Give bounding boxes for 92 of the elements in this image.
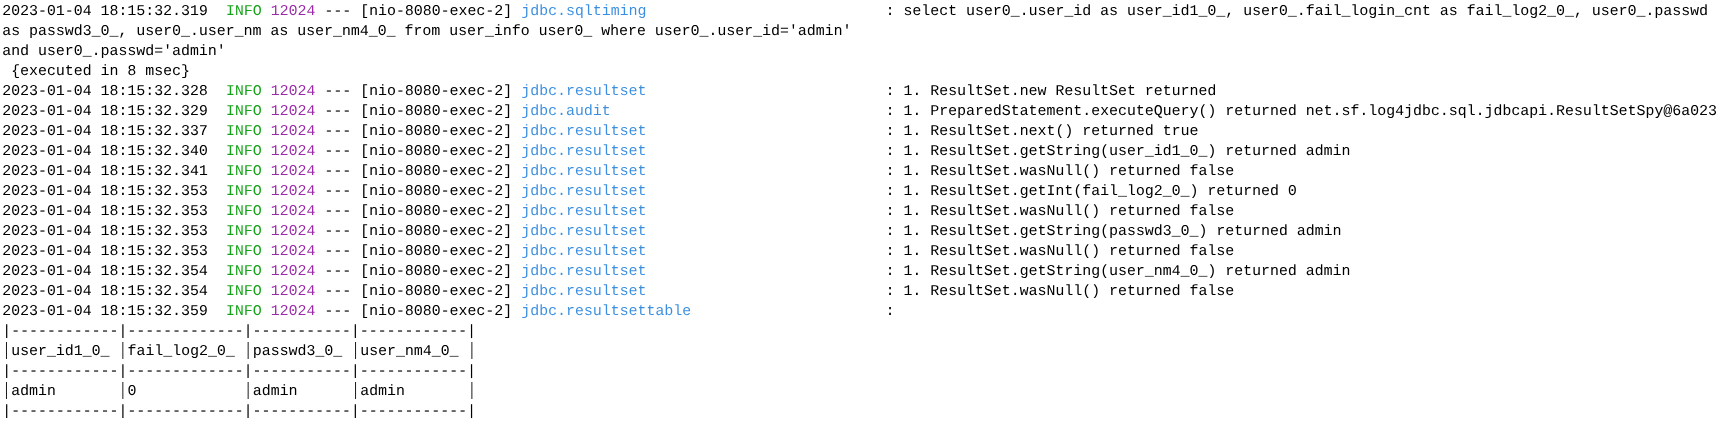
timestamp: 2023-01-04 18:15:32.354: [3, 285, 208, 296]
table-border-row: |------------|-------------|-----------|------------|: [6, 324, 473, 339]
process-id: 12024: [271, 145, 315, 156]
thread-name: --- [nio-8080-exec-2]: [326, 144, 510, 159]
log-level: INFO: [227, 165, 261, 176]
timestamp: 2023-01-04 18:15:32.353: [3, 245, 207, 256]
process-id: 12024: [271, 205, 315, 216]
thread-name: --- [nio-8080-exec-2]: [326, 84, 510, 99]
log-level: INFO: [227, 105, 261, 116]
timestamp: 2023-01-04 18:15:32.337: [3, 125, 207, 136]
logger-name: jdbc.resultset: [522, 284, 645, 299]
log-level: INFO: [227, 245, 261, 256]
log-level: INFO: [227, 85, 261, 96]
log-level: INFO: [227, 305, 261, 316]
process-id: 12024: [271, 185, 315, 196]
timestamp: 2023-01-04 18:15:32.341: [3, 165, 208, 176]
process-id: 12024: [271, 165, 315, 176]
log-message: : 1. ResultSet.wasNull() returned false: [889, 284, 1234, 299]
table-cell: passwd3_0_: [254, 344, 343, 359]
log-level: INFO: [227, 145, 261, 156]
log-message: {executed in 8 msec}: [12, 64, 189, 79]
log-message: : 1. ResultSet.getString(user_id1_0_) returned admin: [889, 144, 1350, 159]
logger-name: jdbc.resultset: [522, 164, 645, 179]
log-message: : 1. ResultSet.getString(passwd3_0_) returned admin: [889, 224, 1341, 239]
process-id: 12024: [271, 265, 315, 276]
logger-name: jdbc.resultset: [522, 144, 645, 159]
thread-name: --- [nio-8080-exec-2]: [326, 304, 510, 319]
log-message: : 1. ResultSet.getInt(fail_log2_0_) returned 0: [889, 184, 1296, 199]
logger-name: jdbc.resultsettable: [522, 304, 691, 319]
logger-name: jdbc.resultset: [522, 84, 645, 99]
thread-name: --- [nio-8080-exec-2]: [326, 264, 510, 279]
table-cell: admin: [361, 384, 404, 396]
logger-name: jdbc.resultset: [522, 224, 645, 239]
log-message: : 1. ResultSet.wasNull() returned false: [889, 164, 1234, 179]
log-level: INFO: [227, 205, 261, 216]
log-level: INFO: [227, 5, 261, 16]
thread-name: --- [nio-8080-exec-2]: [326, 224, 510, 239]
process-id: 12024: [271, 85, 315, 96]
logger-name: jdbc.resultset: [522, 124, 645, 139]
log-level: INFO: [227, 225, 261, 236]
table-cell: admin: [253, 384, 297, 396]
log-level: INFO: [227, 265, 261, 276]
log-message: : 1. ResultSet.wasNull() returned false: [889, 204, 1234, 219]
table-border-row: |------------|-------------|-----------|------------|: [6, 364, 473, 379]
timestamp: 2023-01-04 18:15:32.353: [3, 205, 207, 216]
log-message: :: [889, 307, 891, 315]
timestamp: 2023-01-04 18:15:32.329: [3, 105, 207, 116]
log-message: : 1. PreparedStatement.executeQuery() returned net.sf.log4jdbc.sql.jdbcapi.ResultSetSpy@6a023: [889, 104, 1717, 119]
log-message: : select user0_.user_id as user_id1_0_, user0_.fail_login_cnt as fail_log2_0_, user0_.passwd: [889, 4, 1707, 19]
process-id: 12024: [271, 125, 315, 136]
process-id: 12024: [271, 305, 315, 316]
log-message: : 1. ResultSet.new ResultSet returned: [889, 84, 1216, 96]
logger-name: jdbc.resultset: [522, 204, 645, 219]
thread-name: --- [nio-8080-exec-2]: [326, 164, 510, 179]
table-cell: 0: [128, 385, 136, 396]
log-level: INFO: [227, 185, 261, 196]
logger-name: jdbc.resultset: [522, 244, 645, 259]
thread-name: --- [nio-8080-exec-2]: [326, 124, 510, 139]
log-level: INFO: [227, 125, 261, 136]
process-id: 12024: [271, 105, 315, 116]
timestamp: 2023-01-04 18:15:32.328: [3, 85, 207, 96]
process-id: 12024: [271, 5, 315, 16]
timestamp: 2023-01-04 18:15:32.319: [3, 5, 207, 16]
thread-name: --- [nio-8080-exec-2]: [326, 284, 510, 299]
thread-name: --- [nio-8080-exec-2]: [326, 184, 510, 199]
table-cell: admin: [12, 384, 55, 396]
process-id: 12024: [271, 245, 315, 256]
timestamp: 2023-01-04 18:15:32.353: [3, 185, 207, 196]
thread-name: --- [nio-8080-exec-2]: [326, 4, 510, 19]
log-message: : 1. ResultSet.getString(user_nm4_0_) returned admin: [889, 264, 1350, 279]
logger-name: jdbc.resultset: [522, 264, 645, 279]
timestamp: 2023-01-04 18:15:32.340: [3, 145, 207, 156]
table-border-row: |------------|-------------|-----------|------------|: [6, 404, 473, 419]
log-message: and user0_.passwd='admin': [3, 44, 223, 59]
table-cell: user_nm4_0_: [361, 345, 459, 357]
log-level: INFO: [227, 285, 261, 296]
logger-name: jdbc.sqltiming: [522, 4, 646, 19]
log-message: : 1. ResultSet.next() returned true: [889, 124, 1198, 139]
process-id: 12024: [271, 225, 315, 236]
thread-name: --- [nio-8080-exec-2]: [326, 104, 510, 119]
logger-name: jdbc.resultset: [522, 184, 645, 199]
timestamp: 2023-01-04 18:15:32.353: [3, 225, 207, 236]
thread-name: --- [nio-8080-exec-2]: [326, 204, 510, 219]
logger-name: jdbc.audit: [522, 104, 610, 119]
timestamp: 2023-01-04 18:15:32.359: [3, 305, 207, 316]
log-message: as passwd3_0_, user0_.user_nm as user_nm4_0_ from user_info user0_ where user0_.user_id='admin': [3, 24, 848, 39]
thread-name: --- [nio-8080-exec-2]: [326, 244, 510, 259]
table-cell: user_id1_0_: [12, 344, 110, 357]
timestamp: 2023-01-04 18:15:32.354: [3, 265, 208, 276]
table-cell: fail_log2_0_: [128, 344, 235, 359]
log-message: : 1. ResultSet.wasNull() returned false: [889, 244, 1234, 259]
process-id: 12024: [271, 285, 315, 296]
